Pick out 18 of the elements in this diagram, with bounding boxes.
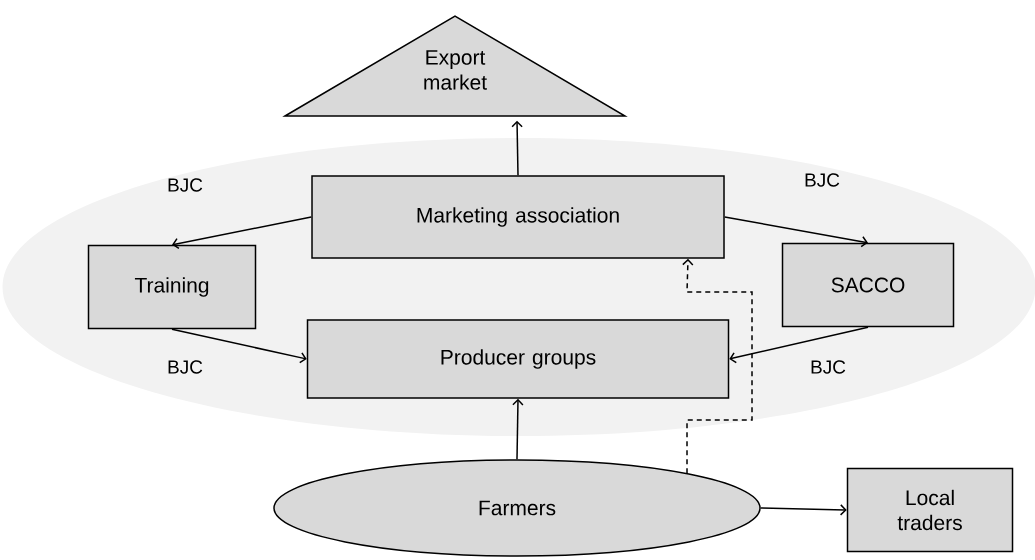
edge-label: BJC — [805, 173, 840, 187]
edge-label: BJC — [168, 178, 203, 192]
process-box: Local traders — [846, 467, 1014, 553]
arrow — [172, 216, 312, 250]
process-box: Marketing association — [311, 175, 725, 259]
arrow — [760, 504, 847, 516]
process-box: Training — [87, 244, 257, 330]
edge-label: BJC — [168, 360, 203, 374]
arrow — [511, 120, 523, 176]
ellipse-node: Farmers — [273, 459, 761, 557]
arrow — [724, 216, 868, 248]
process-box: SACCO — [781, 242, 955, 328]
edge-label: BJC — [811, 360, 846, 374]
arrow — [171, 328, 307, 364]
process-box: Producer groups — [306, 319, 730, 399]
dashed-arrow — [682, 258, 753, 474]
arrow — [512, 398, 524, 460]
arrow — [729, 326, 869, 364]
